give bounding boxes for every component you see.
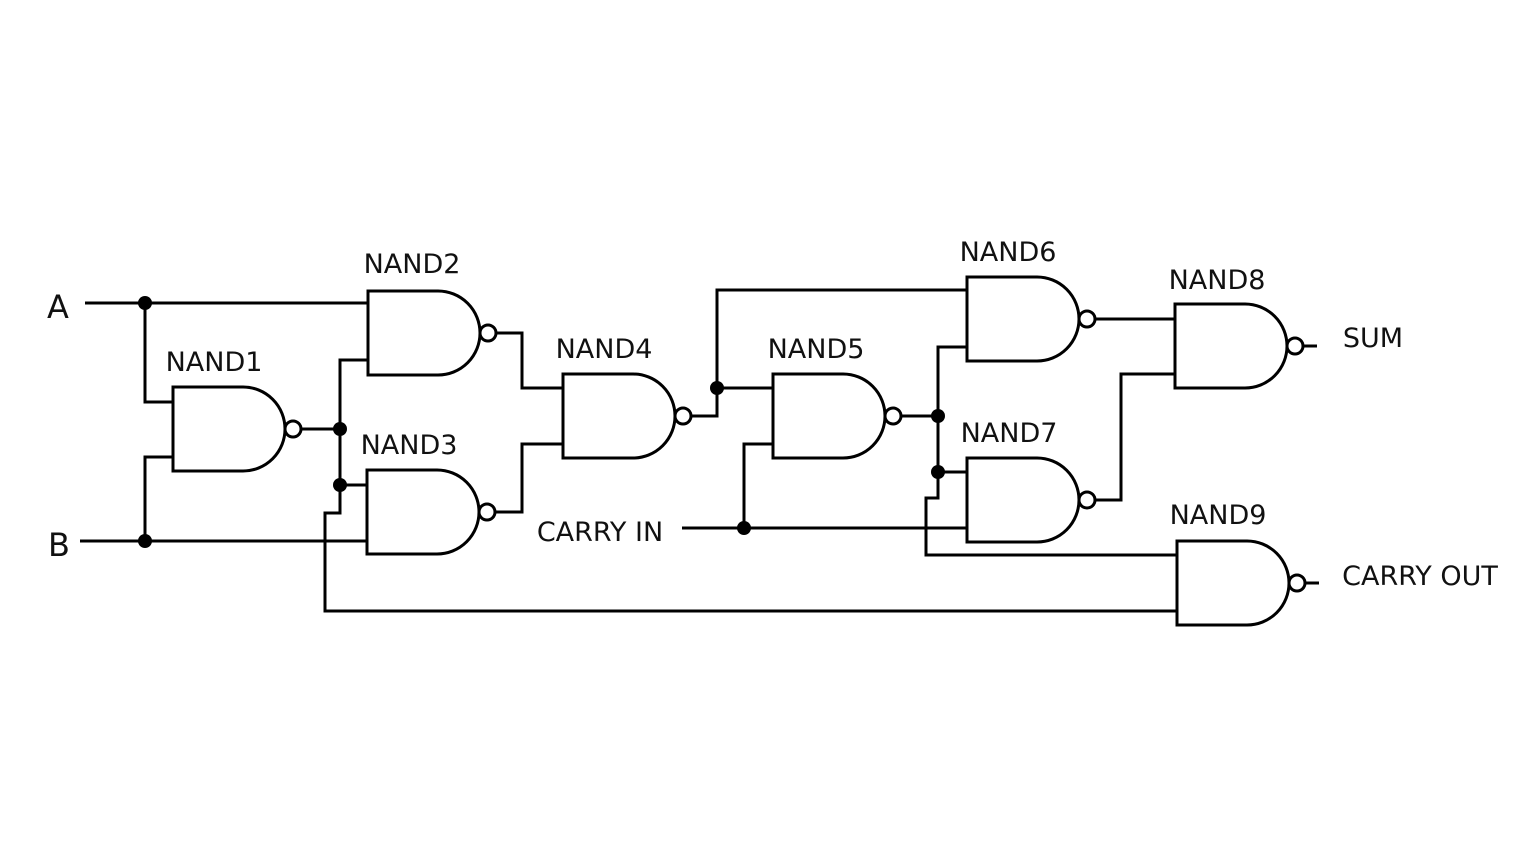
junction-dot-a bbox=[138, 296, 152, 310]
inverter-bubble bbox=[478, 323, 498, 343]
gate-nand7: NAND7 bbox=[961, 418, 1097, 544]
nand-gate-shape bbox=[366, 289, 482, 377]
gate-nand1: NAND1 bbox=[166, 347, 303, 473]
sum-label: SUM bbox=[1343, 323, 1403, 354]
junction-dot-nand1-branch bbox=[333, 478, 347, 492]
nand-gate-shape bbox=[965, 456, 1081, 544]
carry-in-label: CARRY IN bbox=[537, 517, 663, 548]
input-a-label: A bbox=[47, 288, 69, 326]
junction-dot-nand1-out bbox=[333, 422, 347, 436]
nand2-label: NAND2 bbox=[364, 249, 461, 280]
nand3-label: NAND3 bbox=[361, 430, 458, 461]
wire-nand5-to-nand9 bbox=[924, 472, 1177, 557]
wire-a-to-nand1 bbox=[143, 303, 173, 404]
inverter-bubble bbox=[1077, 309, 1097, 329]
nand-gate-shape bbox=[171, 385, 287, 473]
gate-nand9: NAND9 bbox=[1170, 500, 1307, 627]
inverter-bubble bbox=[673, 406, 693, 426]
gate-nand8: NAND8 bbox=[1169, 265, 1305, 390]
nand4-label: NAND4 bbox=[556, 334, 653, 365]
gate-nand4: NAND4 bbox=[556, 334, 693, 460]
nand6-label: NAND6 bbox=[960, 237, 1057, 268]
nand-gate-shape bbox=[365, 468, 481, 556]
wire-nand4-output bbox=[691, 388, 719, 418]
wire-nand7-to-nand8 bbox=[1095, 372, 1175, 502]
nand-gate-shape bbox=[1173, 302, 1289, 390]
gate-nand5: NAND5 bbox=[768, 334, 903, 460]
wire-nand1-to-nand2 bbox=[338, 358, 368, 429]
gate-nand2: NAND2 bbox=[364, 249, 498, 377]
wire-nand2-to-nand4 bbox=[496, 331, 563, 390]
nand8-label: NAND8 bbox=[1169, 265, 1266, 296]
gate-nand6: NAND6 bbox=[960, 237, 1097, 363]
wire-nand5-to-nand6 bbox=[936, 345, 967, 416]
inverter-bubble bbox=[283, 419, 303, 439]
carry-out-label: CARRY OUT bbox=[1342, 561, 1498, 592]
wire-carry-in-to-nand5 bbox=[742, 442, 773, 528]
wire-nand4-to-nand6 bbox=[715, 288, 967, 388]
gate-nand3: NAND3 bbox=[361, 430, 497, 556]
inverter-bubble bbox=[883, 406, 903, 426]
junction-dot-nand5-branch bbox=[931, 465, 945, 479]
nand1-label: NAND1 bbox=[166, 347, 263, 378]
inverter-bubble bbox=[1077, 490, 1097, 510]
junction-dot-b bbox=[138, 534, 152, 548]
inverter-bubble bbox=[1285, 336, 1305, 356]
nand-gate-shape bbox=[965, 275, 1081, 363]
nand-gate-shape bbox=[771, 372, 887, 460]
junction-dot-nand4-out bbox=[710, 381, 724, 395]
wire-b-to-nand1 bbox=[143, 455, 173, 541]
wire-nand1-to-nand9 bbox=[323, 485, 1177, 613]
port-labels: A B CARRY IN SUM CARRY OUT bbox=[47, 288, 1498, 592]
nand5-label: NAND5 bbox=[768, 334, 865, 365]
junctions bbox=[138, 296, 945, 548]
inverter-bubble bbox=[477, 502, 497, 522]
inverter-bubble bbox=[1287, 573, 1307, 593]
wire-nand3-to-nand4 bbox=[495, 442, 563, 514]
nand7-label: NAND7 bbox=[961, 418, 1058, 449]
nand9-label: NAND9 bbox=[1170, 500, 1267, 531]
input-b-label: B bbox=[48, 526, 70, 564]
junction-dot-carry-in bbox=[737, 521, 751, 535]
nand-gate-shape bbox=[561, 372, 677, 460]
junction-dot-nand5-out bbox=[931, 409, 945, 423]
nand-gate-shape bbox=[1175, 539, 1291, 627]
wires bbox=[80, 288, 1319, 613]
